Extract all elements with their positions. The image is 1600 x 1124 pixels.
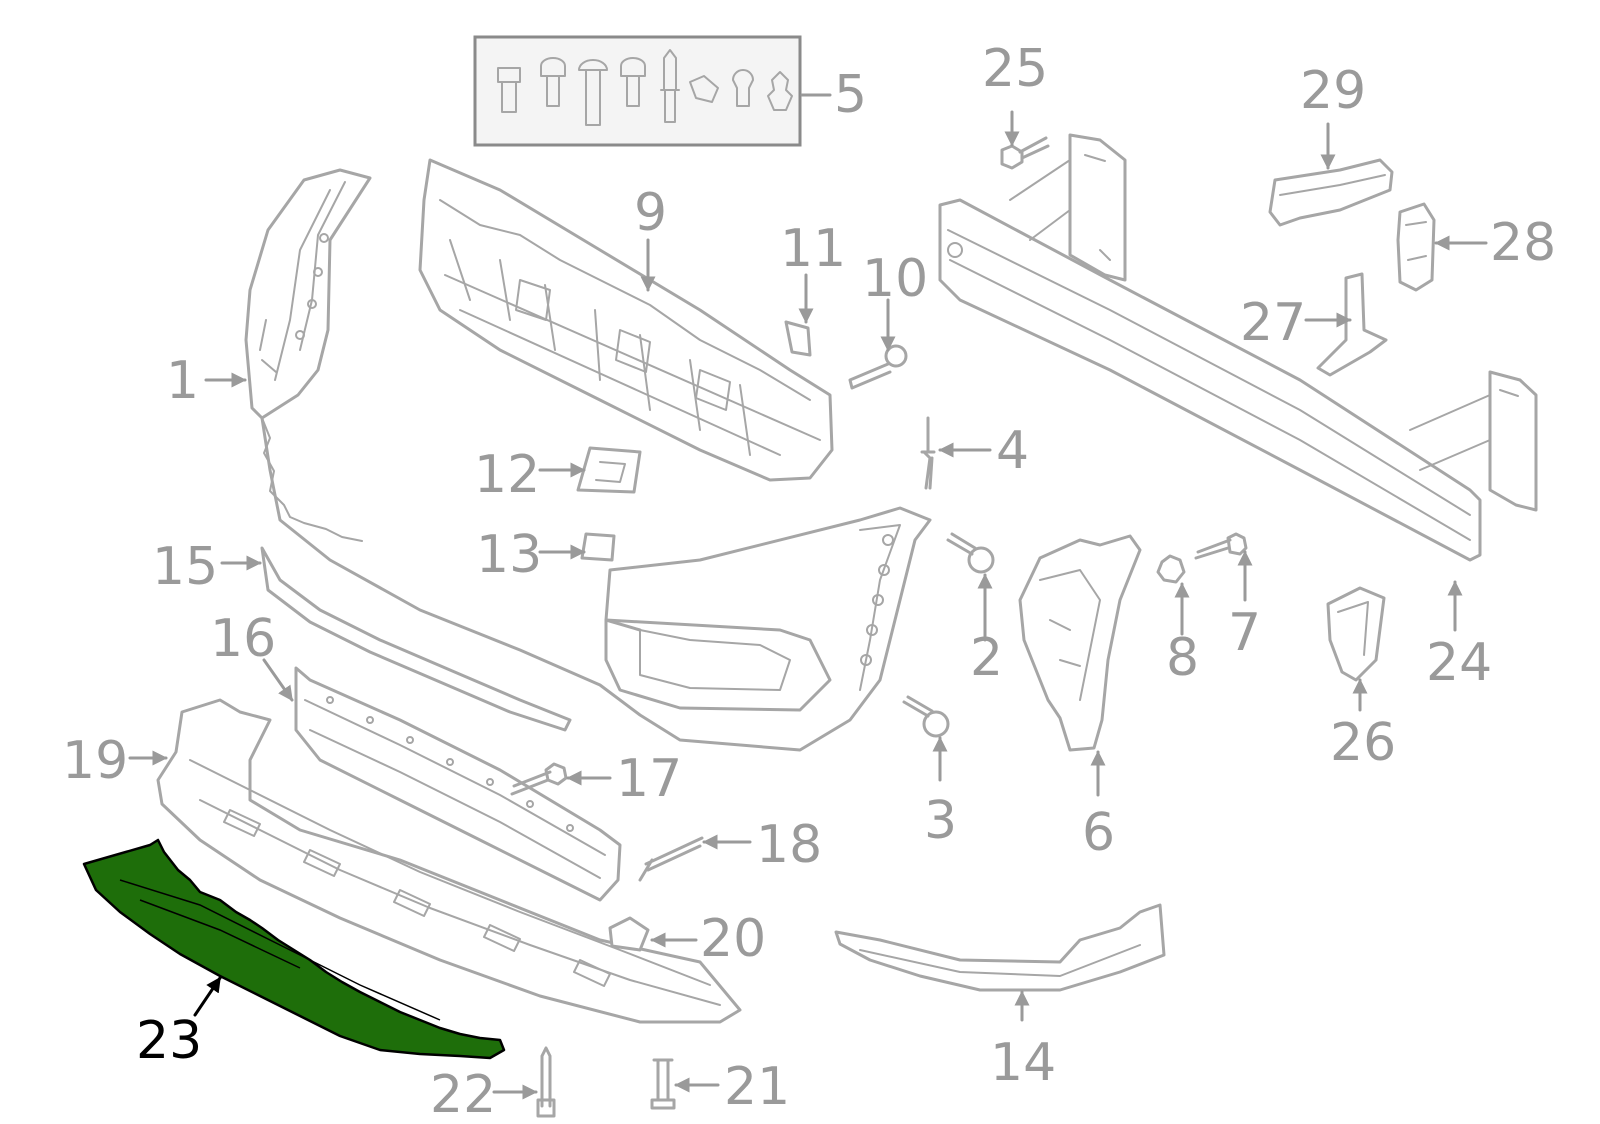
callout-23: 23 (136, 1011, 202, 1071)
callout-22: 22 (430, 1065, 496, 1124)
callout-27: 27 (1240, 293, 1306, 353)
part-13-clip[interactable] (580, 532, 616, 562)
part-2-screw[interactable] (946, 532, 995, 574)
part-8-nut[interactable] (1156, 554, 1186, 584)
callout-17: 17 (616, 749, 682, 809)
leader-lines (128, 93, 1488, 1100)
callout-24: 24 (1426, 633, 1492, 693)
part-27-bracket[interactable] (1316, 272, 1388, 377)
callout-3: 3 (924, 791, 957, 851)
part-18-pin[interactable] (638, 836, 704, 882)
part-28-bracket[interactable] (1396, 202, 1436, 292)
kit-fasteners-icon (497, 49, 793, 126)
part-14-side-trim[interactable] (834, 903, 1166, 992)
part-22-bolt[interactable] (536, 1046, 556, 1118)
part-6-bracket-right[interactable] (1018, 534, 1142, 752)
callout-25: 25 (982, 39, 1048, 99)
callout-28: 28 (1490, 213, 1556, 273)
callout-16: 16 (210, 609, 276, 669)
part-4-pin[interactable] (920, 416, 936, 490)
part-9-grille-carrier[interactable] (418, 158, 834, 482)
part-7-bolt[interactable] (1194, 532, 1248, 560)
part-21-bolt[interactable] (650, 1058, 676, 1110)
callout-26: 26 (1330, 713, 1396, 773)
callout-14: 14 (990, 1033, 1056, 1093)
kit-box (473, 35, 802, 147)
callout-10: 10 (862, 249, 928, 309)
part-12-cover[interactable] (576, 446, 642, 494)
callout-5: 5 (834, 65, 867, 125)
callout-18: 18 (756, 815, 822, 875)
callout-11: 11 (780, 219, 846, 279)
part-3-screw[interactable] (902, 695, 950, 738)
callout-12: 12 (474, 445, 540, 505)
bumper-cover (260, 416, 932, 752)
callout-29: 29 (1300, 61, 1366, 121)
part-1-bracket-left[interactable] (244, 168, 372, 420)
part-11-clip[interactable] (784, 320, 812, 357)
callout-1: 1 (166, 351, 199, 411)
part-17-bolt[interactable] (510, 762, 568, 796)
part-15-trim-strip[interactable] (260, 546, 572, 732)
callout-2: 2 (970, 628, 1003, 688)
part-5-hardware-kit[interactable] (473, 35, 802, 147)
callout-19: 19 (62, 731, 128, 791)
callout-6: 6 (1082, 803, 1115, 863)
part-26-deflector[interactable] (1326, 586, 1386, 682)
callout-7: 7 (1228, 603, 1261, 663)
part-24-bumper-beam[interactable] (938, 133, 1538, 562)
callout-13: 13 (476, 525, 542, 585)
callout-4: 4 (996, 421, 1029, 481)
part-29-bracket[interactable] (1268, 158, 1394, 227)
part-12-detail (595, 461, 626, 483)
callout-8: 8 (1166, 628, 1199, 688)
part-10-bolt[interactable] (848, 344, 908, 390)
callout-20: 20 (700, 909, 766, 969)
callout-15: 15 (152, 537, 218, 597)
callout-21: 21 (724, 1057, 790, 1117)
part-20-clip[interactable] (608, 916, 650, 952)
part-25-bolt[interactable] (1000, 136, 1050, 170)
callout-labels: 1 2 3 4 5 6 7 8 9 10 11 12 13 14 15 16 1… (62, 39, 1556, 1124)
part-23-lower-deflector-highlighted[interactable] (82, 838, 506, 1060)
part-16-lower-grille[interactable] (294, 666, 622, 902)
callout-9: 9 (634, 183, 667, 243)
part-19-lower-carrier[interactable] (156, 698, 742, 1024)
